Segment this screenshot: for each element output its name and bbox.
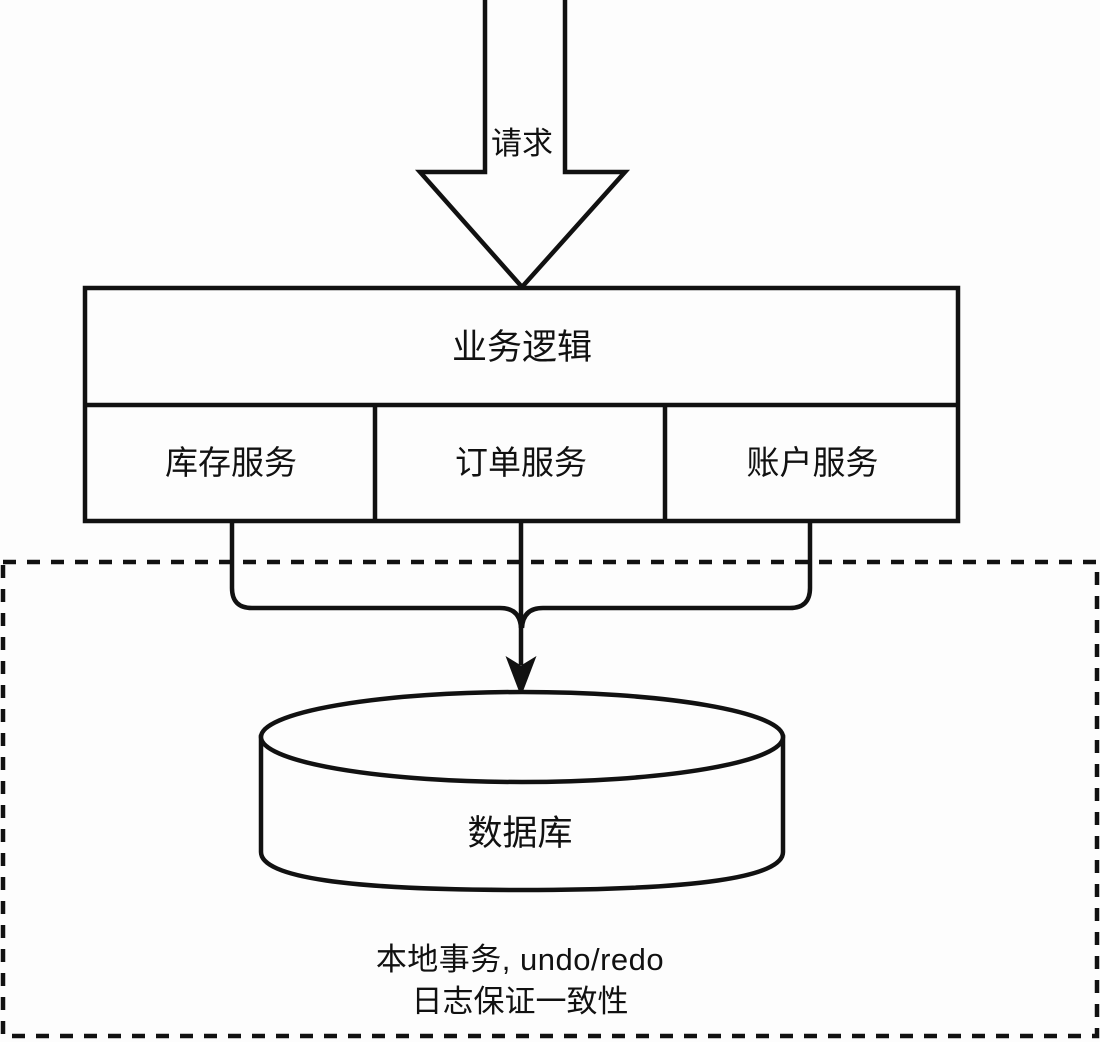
service-cell-account-label: 账户服务: [746, 444, 879, 481]
service-cell-inventory-label: 库存服务: [165, 444, 297, 481]
connector-inventory-to-db: [229, 521, 524, 629]
connector-account-to-db: [519, 521, 813, 629]
boundary-caption-line-2: 日志保证一致性: [411, 983, 629, 1019]
database-label: 数据库: [467, 814, 573, 853]
local-transaction-boundary: [0, 559, 1100, 1039]
service-cell-order-label: 订单服务: [455, 444, 587, 481]
request-arrow-label: 请求: [491, 126, 553, 161]
db-arrowhead-icon: [505, 656, 537, 697]
database-cylinder-top: [258, 689, 786, 785]
request-arrow-icon: [414, 0, 631, 291]
business-logic-label: 业务逻辑: [451, 328, 592, 367]
boundary-caption-line-1: 本地事务, undo/redo: [375, 942, 665, 977]
boundary-caption: 本地事务, undo/redo 日志保证一致性: [210, 942, 830, 1019]
